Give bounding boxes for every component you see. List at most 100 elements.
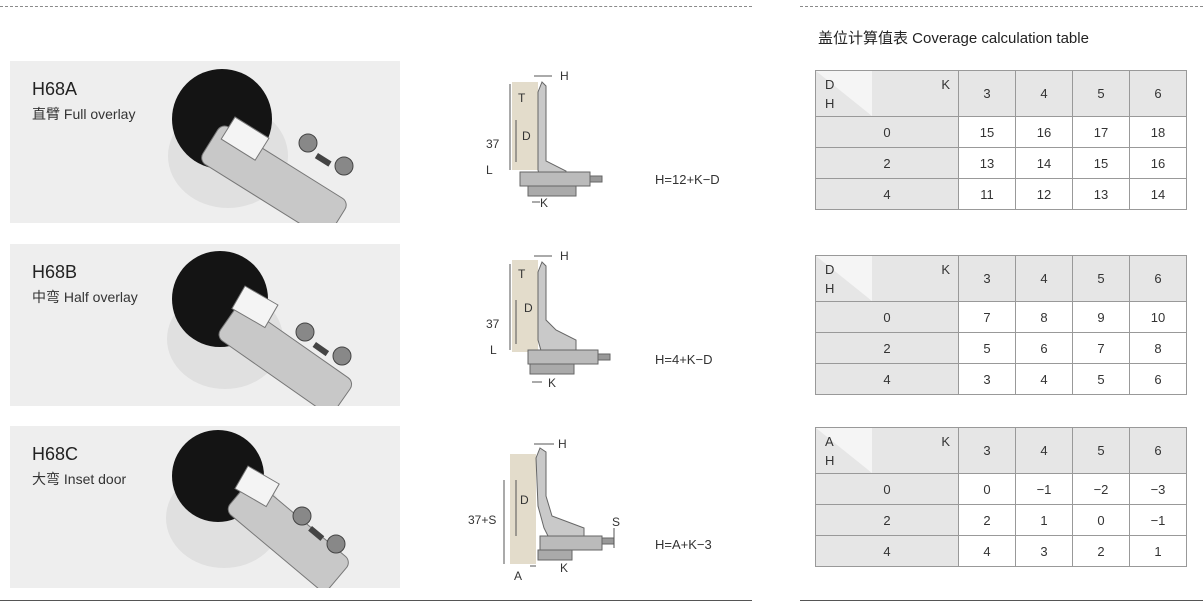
table-cell: 2 — [958, 504, 1016, 536]
table-cell: 6 — [1015, 332, 1073, 364]
table-cell: −1 — [1129, 504, 1187, 536]
label-dimension: 37 — [486, 317, 500, 331]
table-cell: 6 — [1129, 363, 1187, 395]
top-dashed-rule-left — [0, 6, 752, 7]
top-dashed-rule-right — [800, 6, 1203, 7]
table-cell: 5 — [1072, 363, 1130, 395]
row-header: 0 — [815, 116, 959, 148]
label-h: H — [560, 249, 569, 263]
label-dimension: 37+S — [468, 513, 496, 527]
model-description: 大弯 Inset door — [32, 471, 127, 487]
column-header: 5 — [1072, 427, 1130, 474]
corner-cell: A K H — [815, 427, 959, 474]
table-cell: 9 — [1072, 301, 1130, 333]
table-cell: 13 — [1072, 178, 1130, 210]
hinge-diagram-h68a: H T D 37 L K — [476, 66, 626, 216]
label-h: H — [558, 437, 567, 451]
corner-header-label: K — [941, 77, 950, 92]
table-cell: 4 — [1015, 363, 1073, 395]
product-card-h68a: H68A 直臂 Full overlay — [10, 61, 400, 223]
product-card-h68b: H68B 中弯 Half overlay — [10, 244, 400, 406]
row-header: 0 — [815, 473, 959, 505]
column-header: 5 — [1072, 255, 1130, 302]
table-cell: 16 — [1015, 116, 1073, 148]
label-k: K — [548, 376, 556, 390]
column-header: 5 — [1072, 70, 1130, 117]
label-s: S — [612, 515, 620, 529]
bottom-rule-left — [0, 600, 752, 601]
table-cell: 16 — [1129, 147, 1187, 179]
corner-column-label: A — [825, 434, 834, 449]
hinge-diagram-h68b: H T D 37 L K — [476, 249, 626, 400]
model-name: H68C — [32, 444, 79, 464]
corner-column-label: D — [825, 77, 835, 92]
table-cell: 5 — [958, 332, 1016, 364]
column-header: 6 — [1129, 255, 1187, 302]
table-title: 盖位计算值表 Coverage calculation table — [818, 30, 1089, 47]
table-cell: −3 — [1129, 473, 1187, 505]
column-header: 6 — [1129, 70, 1187, 117]
corner-column-label: D — [825, 262, 835, 277]
table-cell: 10 — [1129, 301, 1187, 333]
label-a: A — [514, 569, 522, 583]
table-cell: 2 — [1072, 535, 1130, 567]
label-k: K — [540, 196, 548, 210]
table-cell: 0 — [958, 473, 1016, 505]
label-d: D — [520, 493, 529, 507]
table-cell: 7 — [958, 301, 1016, 333]
table-cell: 11 — [958, 178, 1016, 210]
corner-cell: D K H — [815, 70, 959, 117]
column-header: 4 — [1015, 70, 1073, 117]
table-cell: 4 — [958, 535, 1016, 567]
label-dimension: 37 — [486, 137, 500, 151]
model-description: 直臂 Full overlay — [32, 106, 136, 122]
formula-h68c: H=A+K−3 — [655, 537, 712, 552]
table-cell: 0 — [1072, 504, 1130, 536]
table-cell: 18 — [1129, 116, 1187, 148]
label-t: T — [518, 267, 526, 281]
table-cell: 15 — [1072, 147, 1130, 179]
bottom-rule-right — [800, 600, 1203, 601]
label-k: K — [560, 561, 568, 575]
table-cell: 1 — [1129, 535, 1187, 567]
table-cell: 3 — [1015, 535, 1073, 567]
row-header: 4 — [815, 535, 959, 567]
product-card-h68c: H68C 大弯 Inset door — [10, 426, 400, 588]
corner-header-label: K — [941, 262, 950, 277]
hinge-diagram-h68c: H D 37+S S A K — [468, 436, 626, 586]
corner-row-label: H — [825, 453, 835, 468]
table-cell: 12 — [1015, 178, 1073, 210]
corner-row-label: H — [825, 96, 835, 111]
model-description: 中弯 Half overlay — [32, 289, 138, 305]
label-h: H — [560, 69, 569, 83]
column-header: 3 — [958, 70, 1016, 117]
label-l: L — [486, 163, 493, 177]
row-header: 2 — [815, 332, 959, 364]
table-cell: 13 — [958, 147, 1016, 179]
label-t: T — [518, 91, 526, 105]
table-cell: 8 — [1129, 332, 1187, 364]
table-cell: 1 — [1015, 504, 1073, 536]
row-header: 2 — [815, 504, 959, 536]
row-header: 0 — [815, 301, 959, 333]
corner-header-label: K — [941, 434, 950, 449]
table-cell: −2 — [1072, 473, 1130, 505]
hinge-photo — [166, 430, 349, 588]
row-header: 4 — [815, 363, 959, 395]
table-cell: 8 — [1015, 301, 1073, 333]
table-cell: 7 — [1072, 332, 1130, 364]
column-header: 6 — [1129, 427, 1187, 474]
